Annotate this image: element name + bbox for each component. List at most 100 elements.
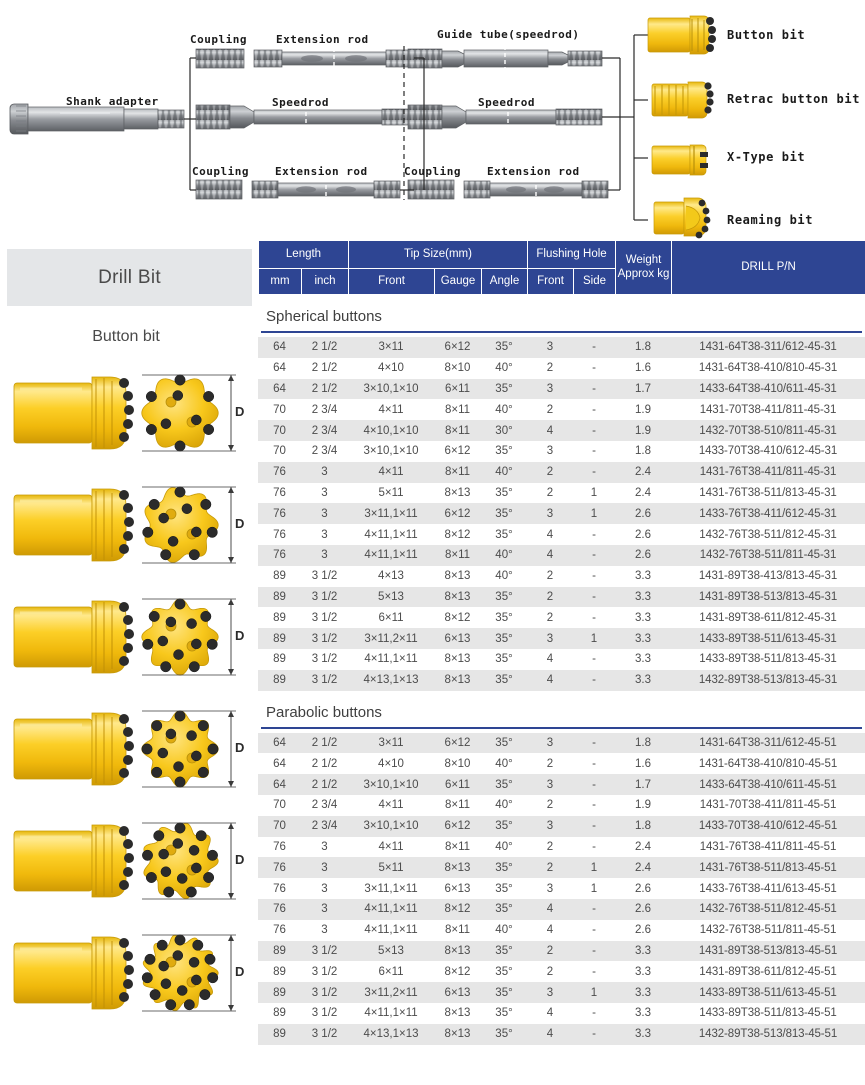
cell-weight: 1.8 (615, 337, 671, 358)
coupling-top-graphic (195, 48, 245, 69)
label-extension-rod-bot-right: Extension rod (487, 165, 580, 178)
cell-drill-pn: 1431-76T38-511/813-45-31 (671, 482, 865, 504)
cell-weight: 3.3 (615, 628, 671, 649)
cell-tip-angle: 35° (481, 1002, 527, 1024)
cell-tip-gauge: 6×13 (434, 878, 481, 899)
dimension-label-d: D (235, 628, 245, 643)
cell-tip-gauge: 8×12 (434, 961, 481, 983)
cell-flush-side: - (573, 774, 615, 795)
cell-length-mm: 89 (258, 940, 301, 962)
label-x-type-bit: X-Type bit (727, 150, 806, 164)
cell-flush-side: - (573, 732, 615, 754)
cell-weight: 3.3 (615, 961, 671, 983)
cell-flush-front: 3 (527, 774, 573, 795)
button-bit-subtitle: Button bit (92, 328, 160, 345)
cell-flush-front: 3 (527, 628, 573, 649)
cell-tip-gauge: 8×13 (434, 565, 481, 587)
cell-drill-pn: 1431-89T38-513/813-45-51 (671, 940, 865, 962)
cell-tip-gauge: 8×11 (434, 836, 481, 858)
cell-weight: 2.4 (615, 836, 671, 858)
header-weight-line2: Approx kg (617, 267, 670, 280)
cell-weight: 2.4 (615, 857, 671, 879)
cell-tip-front: 3×10,1×10 (348, 815, 434, 837)
cell-weight: 3.3 (615, 1002, 671, 1024)
cell-length-inch: 3 1/2 (301, 607, 348, 629)
cell-tip-gauge: 6×13 (434, 982, 481, 1003)
cell-flush-front: 3 (527, 337, 573, 358)
header-tip-angle: Angle (480, 268, 529, 295)
cell-length-mm: 76 (258, 544, 301, 566)
cell-tip-front: 6×11 (348, 961, 434, 983)
extension-rod-bottom-left-graphic (251, 178, 401, 201)
cell-tip-front: 4×11 (348, 399, 434, 421)
label-reaming-bit: Reaming bit (727, 213, 814, 227)
cell-drill-pn: 1433-64T38-410/611-45-31 (671, 378, 865, 400)
cell-weight: 1.8 (615, 732, 671, 754)
cell-weight: 1.8 (615, 815, 671, 837)
cell-flush-front: 2 (527, 399, 573, 421)
bit-image-5 (13, 822, 236, 900)
cell-tip-front: 4×11,1×11 (348, 1002, 434, 1024)
cell-flush-side: - (573, 544, 615, 566)
cell-flush-front: 2 (527, 482, 573, 504)
cell-tip-front: 3×11 (348, 732, 434, 754)
cell-flush-side: - (573, 378, 615, 400)
label-shank-adapter: Shank adapter (66, 95, 159, 108)
cell-length-inch: 2 3/4 (301, 815, 348, 837)
cell-flush-side: - (573, 648, 615, 670)
cell-weight: 3.3 (615, 982, 671, 1003)
extension-rod-bottom-right-graphic (463, 178, 609, 201)
cell-tip-gauge: 8×13 (434, 1023, 481, 1045)
header-tip-front: Front (348, 268, 435, 295)
cell-length-mm: 70 (258, 399, 301, 421)
cell-length-mm: 64 (258, 378, 301, 400)
cell-flush-front: 3 (527, 503, 573, 525)
cell-flush-front: 3 (527, 378, 573, 400)
cell-length-mm: 70 (258, 440, 301, 462)
cell-drill-pn: 1431-89T38-413/813-45-31 (671, 565, 865, 587)
cell-flush-side: - (573, 461, 615, 483)
cell-drill-pn: 1433-70T38-410/612-45-31 (671, 440, 865, 462)
cell-length-mm: 89 (258, 586, 301, 608)
extension-rod-top-graphic (253, 48, 415, 69)
cell-flush-side: 1 (573, 878, 615, 899)
cell-length-inch: 2 1/2 (301, 753, 348, 775)
cell-tip-front: 4×13,1×13 (348, 669, 434, 691)
cell-drill-pn: 1432-89T38-513/813-45-31 (671, 669, 865, 691)
cell-tip-angle: 40° (481, 919, 527, 941)
speedrod-left-graphic (195, 104, 415, 130)
cell-flush-front: 4 (527, 1002, 573, 1024)
cell-flush-side: 1 (573, 628, 615, 649)
cell-tip-gauge: 8×11 (434, 399, 481, 421)
cell-tip-angle: 35° (481, 482, 527, 504)
cell-length-mm: 76 (258, 524, 301, 545)
section-title-0: Spherical buttons (266, 308, 382, 325)
cell-tip-angle: 35° (481, 628, 527, 649)
cell-drill-pn: 1431-76T38-411/811-45-31 (671, 461, 865, 483)
cell-flush-front: 3 (527, 982, 573, 1003)
cell-flush-side: - (573, 836, 615, 858)
coupling-bottom-left-graphic (195, 179, 243, 200)
cell-drill-pn: 1432-70T38-510/811-45-31 (671, 420, 865, 441)
bit-gallery-item: D (0, 582, 258, 694)
cell-tip-gauge: 8×13 (434, 940, 481, 962)
header-tip-gauge: Gauge (434, 268, 482, 295)
cell-tip-angle: 35° (481, 337, 527, 358)
cell-weight: 3.3 (615, 1023, 671, 1045)
cell-drill-pn: 1431-89T38-513/813-45-31 (671, 586, 865, 608)
dimension-label-d: D (235, 404, 245, 419)
header-weight-line1: Weight (625, 254, 662, 267)
cell-flush-front: 3 (527, 815, 573, 837)
cell-tip-angle: 35° (481, 961, 527, 983)
cell-drill-pn: 1431-64T38-311/612-45-31 (671, 337, 865, 358)
guide-tube-graphic (407, 46, 603, 71)
cell-tip-gauge: 6×12 (434, 732, 481, 754)
